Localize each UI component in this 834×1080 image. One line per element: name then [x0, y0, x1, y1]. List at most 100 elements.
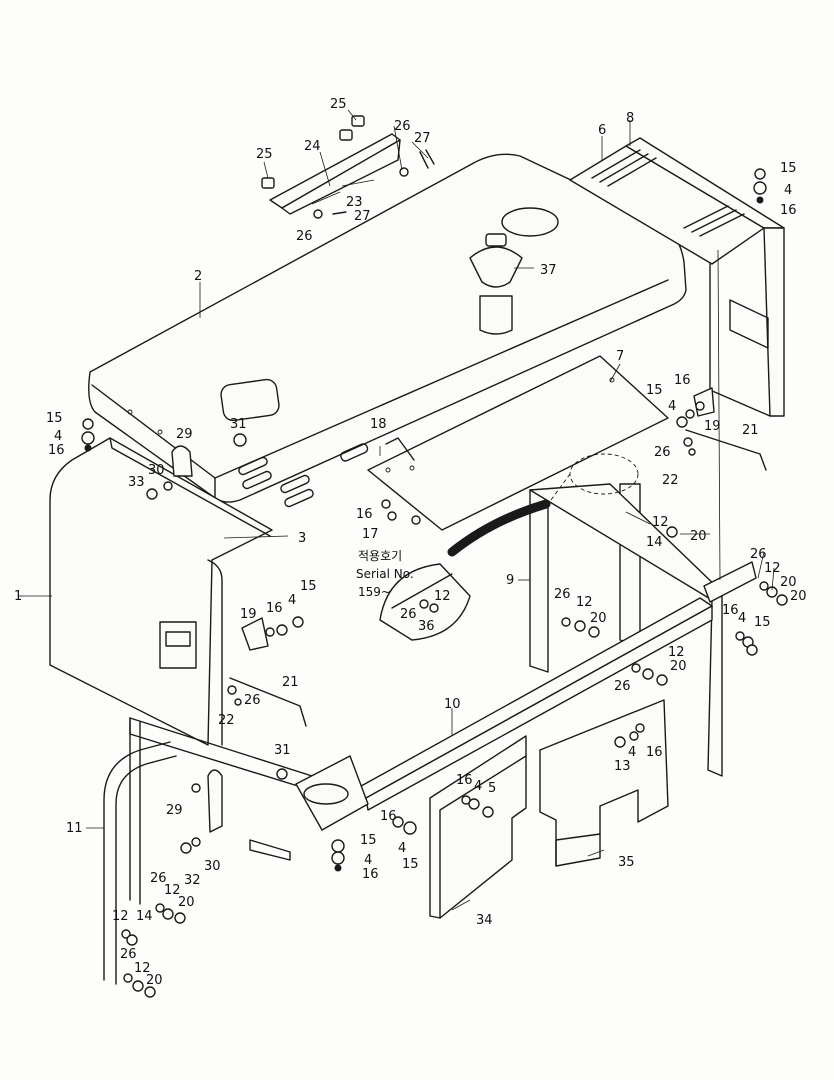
- leader-lines: [18, 109, 775, 911]
- callout-14-frame: 14: [646, 535, 663, 550]
- callout-26-top: 26: [394, 119, 411, 134]
- callout-12-front2: 12: [112, 909, 129, 924]
- cross-beam: [353, 597, 713, 811]
- callout-23: 23: [346, 195, 363, 210]
- callout-12-frame: 12: [652, 515, 669, 530]
- callout-5: 5: [488, 781, 496, 796]
- front-frame: [103, 717, 369, 985]
- support-rod-lower: [229, 677, 307, 727]
- callout-29-top: 29: [176, 427, 193, 442]
- callout-24: 24: [304, 139, 321, 154]
- parts-drawing: [18, 109, 788, 998]
- callout-12-right: 12: [764, 561, 781, 576]
- callout-36: 36: [418, 619, 435, 634]
- callout-16-rear: 16: [674, 373, 691, 388]
- grille-panel: [569, 137, 785, 417]
- callout-4-panel: 4: [288, 593, 296, 608]
- callout-12-front: 12: [164, 883, 181, 898]
- callout-4-cover34: 4: [474, 779, 482, 794]
- callout-31-bottom: 31: [274, 743, 291, 758]
- callout-26-mid: 26: [554, 587, 571, 602]
- bracket-rear: [693, 387, 715, 417]
- callout-16-bottom2: 16: [380, 809, 397, 824]
- callout-7: 7: [616, 349, 624, 364]
- callout-15-bottom: 15: [360, 833, 377, 848]
- callout-15-grille: 15: [780, 161, 797, 176]
- callout-26-beam: 26: [614, 679, 631, 694]
- serial-number-note: 적용호기 Serial No. 159~: [356, 549, 414, 599]
- callout-13: 13: [614, 759, 631, 774]
- callout-16-right2: 16: [722, 603, 739, 618]
- inspection-cover: [367, 355, 669, 531]
- callout-4-bottom: 4: [364, 853, 372, 868]
- callout-16-cover: 16: [356, 507, 373, 522]
- callout-33: 33: [128, 475, 145, 490]
- callout-21-rear: 21: [742, 423, 759, 438]
- latch-upper: [171, 445, 193, 477]
- callout-21-side: 21: [282, 675, 299, 690]
- callout-1: 1: [14, 589, 22, 604]
- callout-30-bottom: 30: [204, 859, 221, 874]
- callout-16-lower: 16: [646, 745, 663, 760]
- serial-note-label: Serial No.: [356, 567, 414, 581]
- callout-4-lower: 4: [628, 745, 636, 760]
- callout-26-detail: 26: [400, 607, 417, 622]
- callout-15-side: 15: [46, 411, 63, 426]
- callout-15-bottom2: 15: [402, 857, 419, 872]
- callout-16-bottom: 16: [362, 867, 379, 882]
- callout-26-stay: 26: [296, 229, 313, 244]
- callout-19-rear: 19: [704, 419, 721, 434]
- callout-3: 3: [298, 531, 306, 546]
- hood-cover: [88, 153, 687, 508]
- callout-25-left: 25: [256, 147, 273, 162]
- callout-20-extra: 20: [790, 589, 807, 604]
- callout-4-side: 4: [54, 429, 62, 444]
- lower-cover-right: [539, 699, 669, 867]
- callout-34: 34: [476, 913, 493, 928]
- rear-frame: [529, 483, 757, 777]
- callout-16-grille: 16: [780, 203, 797, 218]
- callout-11: 11: [66, 821, 83, 836]
- callout-17: 17: [362, 527, 379, 542]
- callout-19-panel: 19: [240, 607, 257, 622]
- callout-26-side: 26: [244, 693, 261, 708]
- side-panel: [49, 437, 273, 746]
- callout-22-rear: 22: [662, 473, 679, 488]
- callout-15-panel: 15: [300, 579, 317, 594]
- callout-12-beam: 12: [668, 645, 685, 660]
- callout-27-bottom: 27: [354, 209, 371, 224]
- callout-26-rod: 26: [654, 445, 671, 460]
- callout-20-beam: 20: [670, 659, 687, 674]
- serial-note-korean: 적용호기: [358, 549, 402, 563]
- fasteners: [81, 168, 788, 998]
- callout-31-top: 31: [230, 417, 247, 432]
- callout-27-top: 27: [414, 131, 431, 146]
- callout-26-right: 26: [750, 547, 767, 562]
- callout-22-side: 22: [218, 713, 235, 728]
- support-rod-upper: [685, 429, 767, 471]
- callout-32: 32: [184, 873, 201, 888]
- callout-16-side: 16: [48, 443, 65, 458]
- callout-30-top: 30: [148, 463, 165, 478]
- callout-37: 37: [540, 263, 557, 278]
- callout-20-frame: 20: [690, 529, 707, 544]
- callout-4-rear: 4: [668, 399, 676, 414]
- callout-26-front3: 26: [120, 947, 137, 962]
- callout-10: 10: [444, 697, 461, 712]
- bracket-side: [241, 617, 269, 651]
- callout-15-right2: 15: [754, 615, 771, 630]
- callout-18: 18: [370, 417, 387, 432]
- callout-20-front3: 20: [146, 973, 163, 988]
- callout-25-top: 25: [330, 97, 347, 112]
- lower-cover-left: [429, 735, 527, 919]
- callout-29-bottom: 29: [166, 803, 183, 818]
- callout-labels: 25 26 27 25 24 23 27 26 6 8 15 4 16 37 2…: [14, 97, 807, 988]
- callout-4-right2: 4: [738, 611, 746, 626]
- callout-14-front2: 14: [136, 909, 153, 924]
- serial-note-range: 159~: [358, 585, 391, 599]
- callout-20-mid: 20: [590, 611, 607, 626]
- filter-cap: [469, 233, 523, 335]
- callout-12-mid: 12: [576, 595, 593, 610]
- callout-2: 2: [194, 269, 202, 284]
